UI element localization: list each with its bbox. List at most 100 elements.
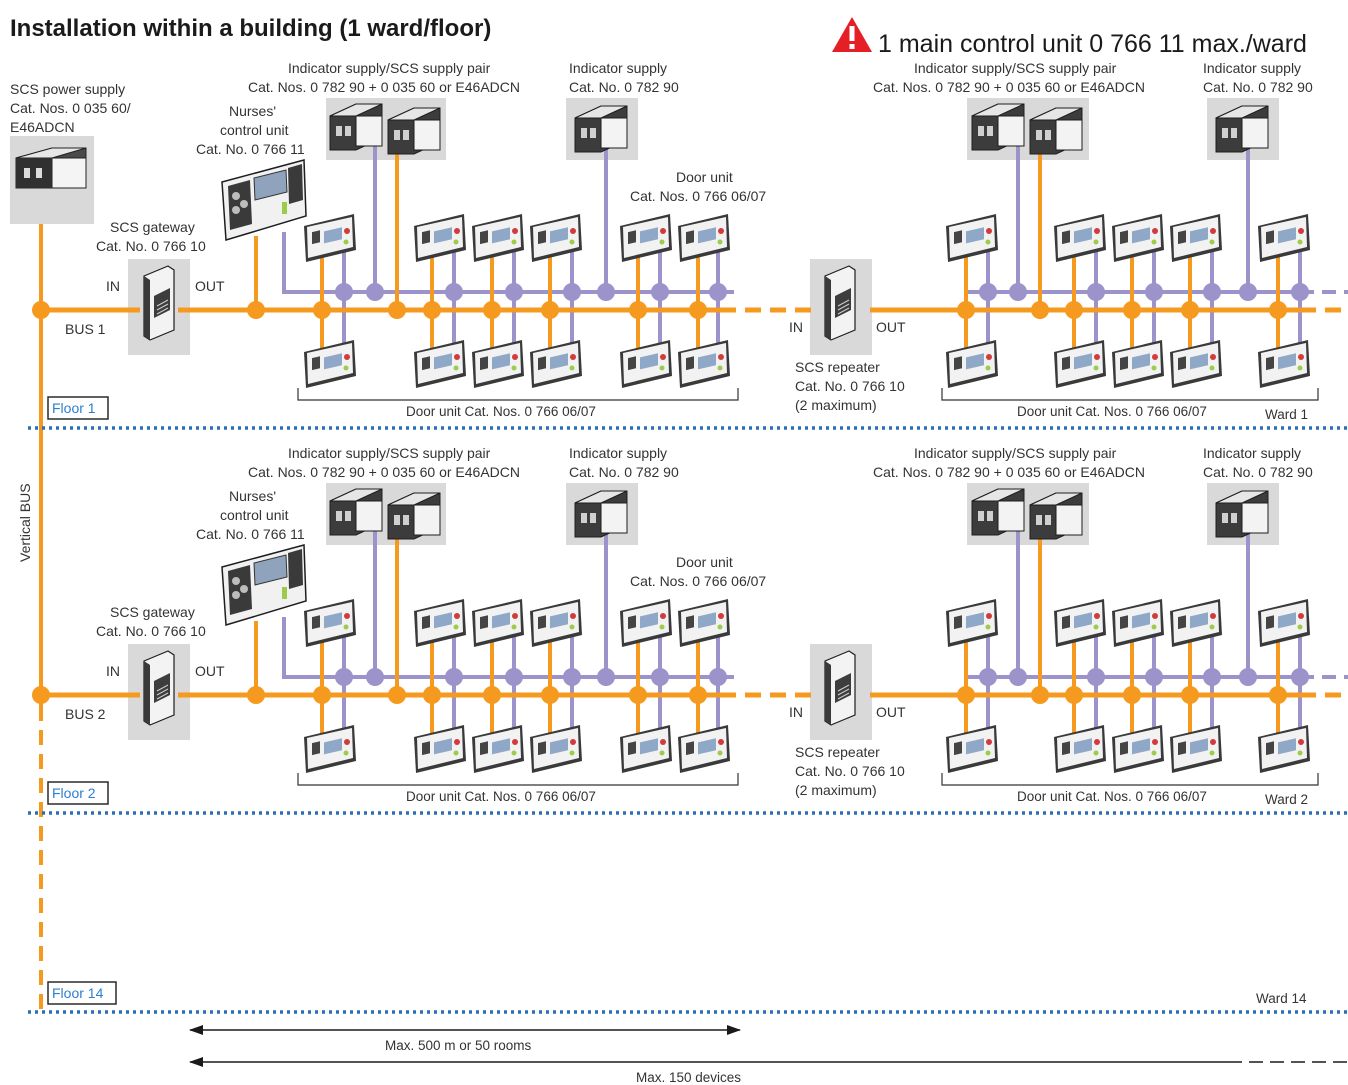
repeater-label-line3: (2 maximum) [795, 397, 877, 413]
indicator-right-label-line2: Cat. No. 0 782 90 [1203, 79, 1313, 95]
door-unit-upper [1112, 599, 1164, 647]
vertical-bus: Vertical BUS [17, 224, 43, 1014]
door-unit-upper [304, 599, 356, 647]
bus-junction-dot [388, 686, 406, 704]
bus-junction-dot [423, 686, 441, 704]
bus-junction-dot [32, 301, 50, 319]
door-unit-upper [1170, 599, 1222, 647]
scs-gateway-module [143, 650, 175, 726]
warning-notice: 1 main control unit 0 766 11 max./ward [832, 17, 1307, 58]
indicator-junction-dot [1203, 668, 1221, 686]
nurses-unit-label-line2: control unit [220, 122, 289, 138]
floor-label: Floor 1 [52, 400, 96, 416]
device-limit-label: Max. 150 devices [636, 1070, 741, 1085]
nurses-unit-label-line3: Cat. No. 0 766 11 [196, 526, 305, 542]
door-unit-upper [620, 214, 672, 262]
door-unit-lower [1112, 725, 1164, 773]
door-unit-lower [472, 340, 524, 388]
door-unit-upper [620, 599, 672, 647]
indicator-left-label-line2: Cat. No. 0 782 90 [569, 464, 679, 480]
bus-junction-dot [629, 686, 647, 704]
door-unit-lower [530, 725, 582, 773]
indicator-right-label-line2: Cat. No. 0 782 90 [1203, 464, 1313, 480]
scs-supply-module [1029, 107, 1083, 155]
repeater-out-label: OUT [876, 319, 906, 335]
door-unit-lower [414, 725, 466, 773]
indicator-supply-module [1215, 105, 1269, 153]
indicator-junction-dot [335, 283, 353, 301]
door-unit-upper [1170, 214, 1222, 262]
door-unit-upper [946, 599, 998, 647]
indicator-junction-dot [505, 668, 523, 686]
indicator-junction-dot [1291, 668, 1309, 686]
indicator-junction-dot [979, 668, 997, 686]
bus-junction-dot [1181, 301, 1199, 319]
indicator-junction-dot [1239, 283, 1257, 301]
indicator-junction-dot [1291, 283, 1309, 301]
bus-junction-dot [247, 301, 265, 319]
door-unit-label-line1: Door unit [676, 169, 733, 185]
power-supply-label-line1: SCS power supply [10, 81, 125, 97]
repeater-label-line2: Cat. No. 0 766 10 [795, 763, 905, 779]
scs-supply-module [387, 107, 441, 155]
bus-junction-dot [388, 301, 406, 319]
repeater-in-label: IN [789, 319, 803, 335]
bus-junction-dot [1065, 301, 1083, 319]
door-unit-upper [946, 214, 998, 262]
door-unit-lower [946, 725, 998, 773]
scs-supply-module [1029, 492, 1083, 540]
bus-junction-dot [483, 301, 501, 319]
repeater-out-label: OUT [876, 704, 906, 720]
repeater-label-line3: (2 maximum) [795, 782, 877, 798]
indicator-junction-dot [563, 668, 581, 686]
door-unit-upper [414, 214, 466, 262]
indicator-supply-module [574, 105, 628, 153]
door-unit-lower [530, 340, 582, 388]
door-unit-lower [1054, 725, 1106, 773]
door-unit-label-line2: Cat. Nos. 0 766 06/07 [630, 573, 766, 589]
ward-14-label: Ward 14 [1256, 991, 1307, 1006]
indicator-junction-dot [1009, 668, 1027, 686]
indicator-supply-module [971, 103, 1025, 151]
ward-label: Ward 2 [1265, 792, 1308, 807]
bus-junction-dot [957, 686, 975, 704]
indicator-right-label-line1: Indicator supply [1203, 445, 1301, 461]
bus-junction-dot [313, 686, 331, 704]
indicator-junction-dot [1203, 283, 1221, 301]
indicator-junction-dot [366, 668, 384, 686]
indicator-left-label-line1: Indicator supply [569, 445, 667, 461]
gateway-out-label: OUT [195, 278, 225, 294]
warning-text: 1 main control unit 0 766 11 max./ward [878, 30, 1307, 58]
indicator-junction-dot [445, 283, 463, 301]
indicator-junction-dot [651, 668, 669, 686]
indicator-junction-dot [1239, 668, 1257, 686]
bus-junction-dot [1181, 686, 1199, 704]
bus-junction-dot [629, 301, 647, 319]
door-unit-lower [1170, 725, 1222, 773]
scs-repeater-module [824, 650, 856, 726]
nurses-control-unit [221, 159, 307, 241]
floor-14-label: Floor 14 [52, 985, 104, 1001]
scs-gateway-module [143, 265, 175, 341]
scs-supply-module [387, 492, 441, 540]
power-supply-module-icon [15, 147, 87, 189]
bus-junction-dot [247, 686, 265, 704]
repeater-label-line1: SCS repeater [795, 744, 880, 760]
indicator-junction-dot [563, 283, 581, 301]
door-unit-lower [678, 340, 730, 388]
door-unit-label-line1: Door unit [676, 554, 733, 570]
repeater-in-label: IN [789, 704, 803, 720]
door-units-left-caption: Door unit Cat. Nos. 0 766 06/07 [406, 404, 596, 419]
gateway-label-line1: SCS gateway [110, 219, 195, 235]
repeater-label-line2: Cat. No. 0 766 10 [795, 378, 905, 394]
limits: Max. 500 m or 50 rooms Max. 150 devices [189, 1025, 1348, 1085]
door-unit-upper [530, 599, 582, 647]
bus-label: BUS 2 [65, 706, 106, 722]
repeater-label-line1: SCS repeater [795, 359, 880, 375]
pair-right-label-line2: Cat. Nos. 0 782 90 + 0 035 60 or E46ADCN [873, 79, 1145, 95]
pair-left-label-line2: Cat. Nos. 0 782 90 + 0 035 60 or E46ADCN [248, 79, 520, 95]
bus-junction-dot [541, 686, 559, 704]
indicator-junction-dot [505, 283, 523, 301]
indicator-junction-dot [335, 668, 353, 686]
